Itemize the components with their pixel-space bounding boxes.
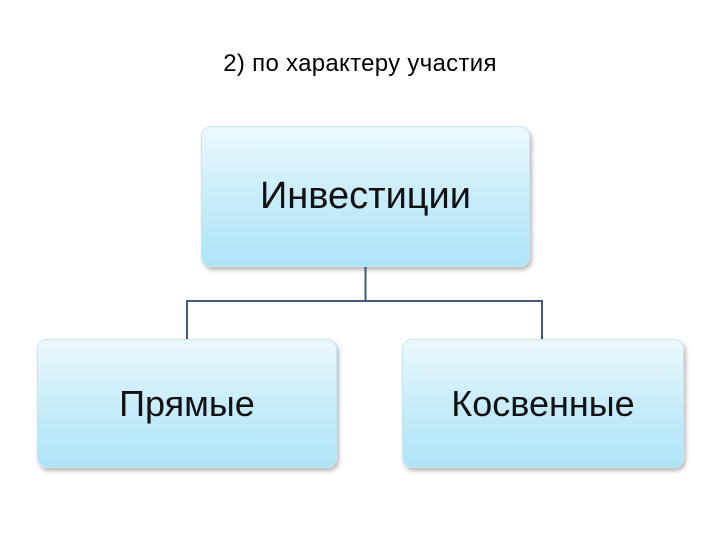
- node-indirect-label: Косвенные: [451, 382, 635, 424]
- node-investments-label: Инвестиции: [259, 175, 472, 217]
- slide-title: 2) по характеру участия: [223, 50, 497, 77]
- node-investments: Инвестиции: [201, 126, 530, 267]
- node-direct: Прямые: [37, 339, 337, 468]
- node-indirect: Косвенные: [402, 339, 684, 468]
- node-direct-label: Прямые: [119, 382, 255, 424]
